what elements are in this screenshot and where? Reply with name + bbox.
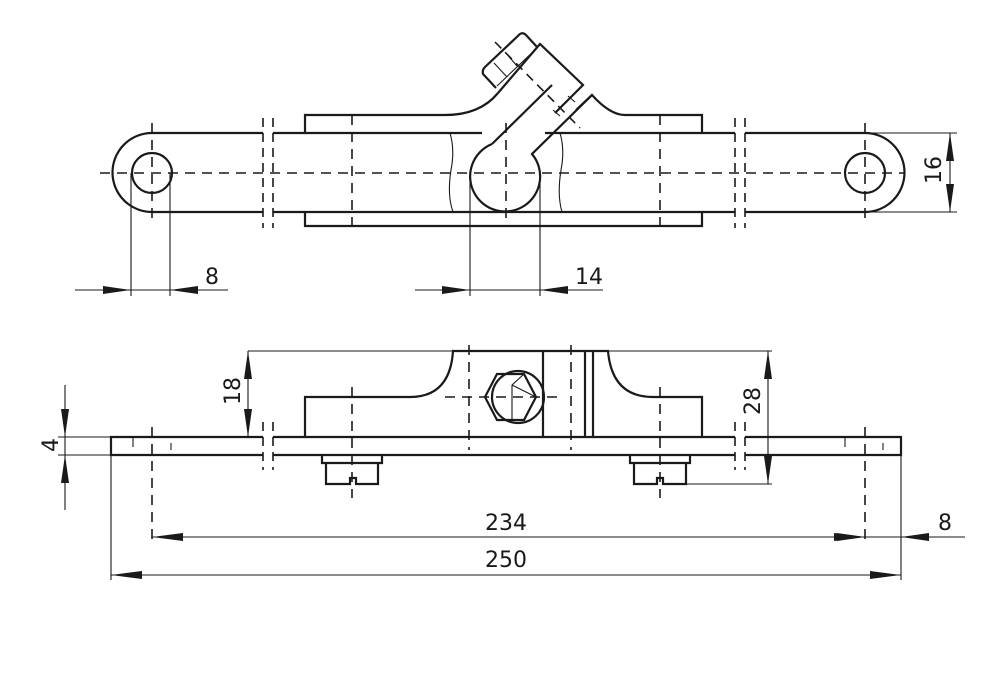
wavy-break-right <box>558 132 564 213</box>
dim-bar-width: 16 <box>865 132 957 213</box>
dim-label-16: 16 <box>922 156 947 184</box>
dim-label-28: 28 <box>741 387 766 415</box>
large-hole-with-slot <box>469 84 593 213</box>
side-centerlines <box>151 345 866 540</box>
side-view: 18 28 4 234 250 <box>39 345 965 580</box>
clamp-block <box>497 42 585 114</box>
clamp-block-side <box>303 349 704 437</box>
dim-label-8-right: 8 <box>938 511 952 536</box>
dim-total-height: 28 <box>608 350 772 485</box>
dim-label-4: 4 <box>39 438 64 452</box>
dim-block-height: 18 <box>221 350 453 437</box>
dim-hole-diameter: 8 <box>75 173 228 296</box>
dim-label-14: 14 <box>575 265 603 290</box>
bar-left-segment <box>111 131 263 214</box>
dim-label-8: 8 <box>205 265 219 290</box>
dim-label-250: 250 <box>485 548 527 573</box>
base-plate <box>109 435 903 457</box>
bolt-axis <box>494 41 581 129</box>
dim-total-length: 250 <box>110 455 902 580</box>
bar-middle-segment <box>273 131 735 214</box>
dim-large-hole-diameter: 14 <box>415 173 603 296</box>
hole-hidden-marks <box>132 437 884 450</box>
clamp-plate <box>303 92 704 228</box>
dim-label-234: 234 <box>485 511 527 536</box>
dim-label-18: 18 <box>221 377 246 405</box>
dim-hole-spacing: 234 <box>152 511 865 541</box>
dim-plate-thickness: 4 <box>39 385 111 510</box>
wavy-break-left <box>448 132 454 213</box>
side-break-lines <box>262 422 746 470</box>
dim-end-offset: 8 <box>837 511 965 541</box>
top-view: 8 14 16 <box>75 32 957 296</box>
block-vertical-lines <box>541 351 595 437</box>
top-vertical-centerlines <box>151 115 866 228</box>
clamp-slot-lines <box>552 95 576 117</box>
bolt-head <box>481 32 538 89</box>
